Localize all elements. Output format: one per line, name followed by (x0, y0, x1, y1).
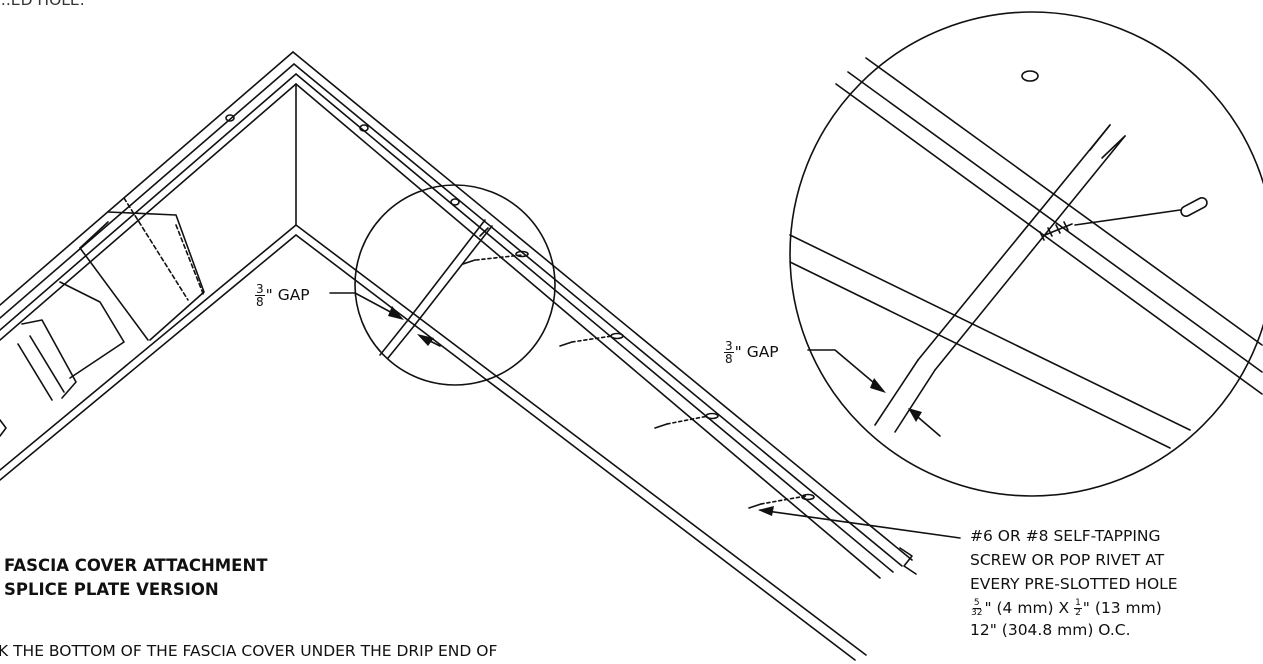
fascia-left-run (0, 51, 297, 481)
callout-line-5: 12" (304.8 mm) O.C. (970, 621, 1131, 639)
gap-left-numerator: 3 (255, 282, 265, 296)
fascia-right-run (292, 51, 913, 661)
callout-line-3: EVERY PRE-SLOTTED HOLE (970, 575, 1178, 593)
title-line-1: FASCIA COVER ATTACHMENT (4, 556, 268, 575)
title-line-2: SPLICE PLATE VERSION (4, 580, 219, 599)
gap-label-left: 3 8 " GAP (255, 283, 310, 308)
gap-left-text: " GAP (265, 286, 310, 304)
size-a-text: " (4 mm) X (984, 599, 1075, 617)
gap-left-denominator: 8 (256, 295, 264, 309)
size-b-numerator: 1 (1074, 598, 1082, 609)
instruction-text: K THE BOTTOM OF THE FASCIA COVER UNDER T… (0, 642, 498, 660)
detail-magnified (789, 11, 1263, 497)
splice-joint (379, 219, 493, 359)
arrowheads (388, 306, 922, 516)
gap-right-text: " GAP (734, 343, 779, 361)
screw-callout: #6 OR #8 SELF-TAPPING SCREW OR POP RIVET… (970, 526, 1178, 640)
gap-right-denominator: 8 (725, 352, 733, 366)
size-b-text: " (13 mm) (1082, 599, 1162, 617)
left-splice-plate (17, 197, 205, 401)
top-cut-text: ...ED HOLE. (0, 0, 85, 9)
callout-size-line: 5 32 " (4 mm) X 1 2 " (13 mm) (970, 598, 1178, 618)
size-a-numerator: 5 (972, 598, 981, 609)
break-marks (0, 419, 917, 575)
callout-line-1: #6 OR #8 SELF-TAPPING (970, 527, 1161, 545)
size-a-denominator: 32 (971, 608, 983, 618)
gap-label-right: 3 8 " GAP (724, 340, 779, 365)
detail-circle-small (354, 184, 556, 386)
callout-line-2: SCREW OR POP RIVET AT (970, 551, 1165, 569)
gap-right-numerator: 3 (724, 339, 734, 353)
size-b-denominator: 2 (1075, 608, 1081, 618)
screws (225, 114, 815, 509)
